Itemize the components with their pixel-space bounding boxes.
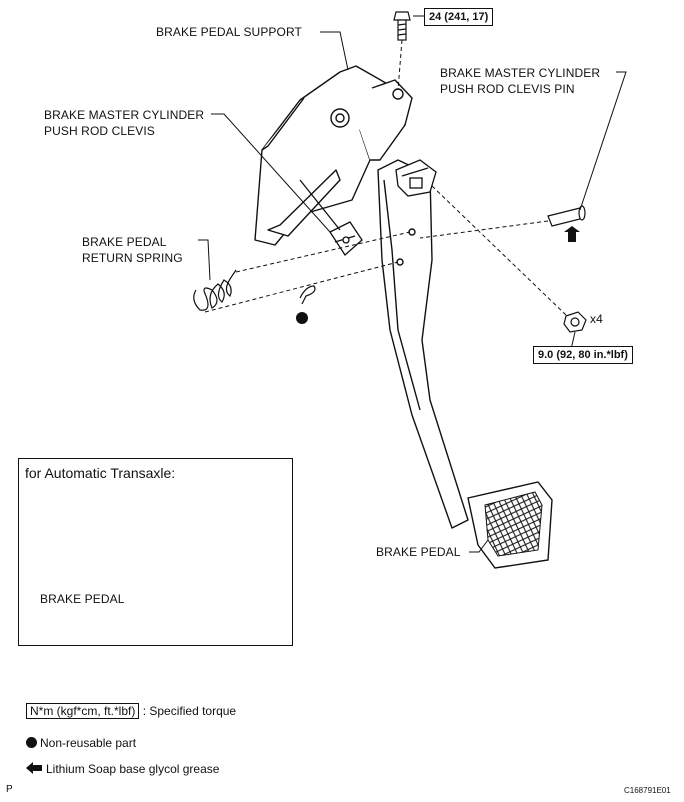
nut-icon <box>563 311 587 333</box>
label-clevis-pin-line2: PUSH ROD CLEVIS PIN <box>440 82 575 96</box>
label-push-rod-clevis-line2: PUSH ROD CLEVIS <box>44 124 155 138</box>
label-clevis-pin-line1: BRAKE MASTER CYLINDER <box>440 66 601 80</box>
label-return-spring-line1: BRAKE PEDAL <box>82 235 167 249</box>
pin-icon <box>547 205 586 227</box>
label-return-spring-line2: RETURN SPRING <box>82 251 183 265</box>
clevis <box>299 179 363 256</box>
legend-torque: N*m (kgf*cm, ft.*lbf) : Specified torque <box>26 703 236 719</box>
label-brake-pedal: BRAKE PEDAL <box>376 545 461 559</box>
label-nut-quantity: x4 <box>590 312 603 326</box>
legend-torque-unit-box: N*m (kgf*cm, ft.*lbf) <box>26 703 140 719</box>
grease-arrow-icon <box>26 762 42 774</box>
legend-nonreusable-text: Non-reusable part <box>40 736 137 750</box>
torque-box-bolt: 24 (241, 17) <box>424 8 494 26</box>
legend-grease: Lithium Soap base glycol grease <box>26 761 219 777</box>
label-brake-pedal-support: BRAKE PEDAL SUPPORT <box>156 25 302 39</box>
pedal-pad <box>467 481 553 569</box>
spring-icon <box>193 269 237 311</box>
grease-arrow-icon <box>564 226 580 242</box>
inset-label-brake-pedal: BRAKE PEDAL <box>40 592 125 606</box>
automatic-transaxle-inset: for Automatic Transaxle: <box>18 458 293 646</box>
pedal-arm <box>377 159 469 529</box>
corner-mark-right: C168791E01 <box>624 786 671 795</box>
non-reusable-dot-icon <box>26 737 37 748</box>
inset-title: for Automatic Transaxle: <box>25 465 176 481</box>
clip-icon <box>299 285 316 305</box>
non-reusable-dot-icon <box>296 312 308 324</box>
bolt-icon <box>393 11 411 41</box>
torque-box-nut: 9.0 (92, 80 in.*lbf) <box>533 346 633 364</box>
legend-grease-text: Lithium Soap base glycol grease <box>46 762 220 776</box>
pedal-support <box>254 65 413 246</box>
stop-switch <box>395 159 437 197</box>
label-push-rod-clevis-line1: BRAKE MASTER CYLINDER <box>44 108 205 122</box>
legend-torque-desc: : Specified torque <box>142 704 237 718</box>
legend-nonreusable: Non-reusable part <box>26 735 136 751</box>
corner-mark-left: P <box>6 784 13 795</box>
